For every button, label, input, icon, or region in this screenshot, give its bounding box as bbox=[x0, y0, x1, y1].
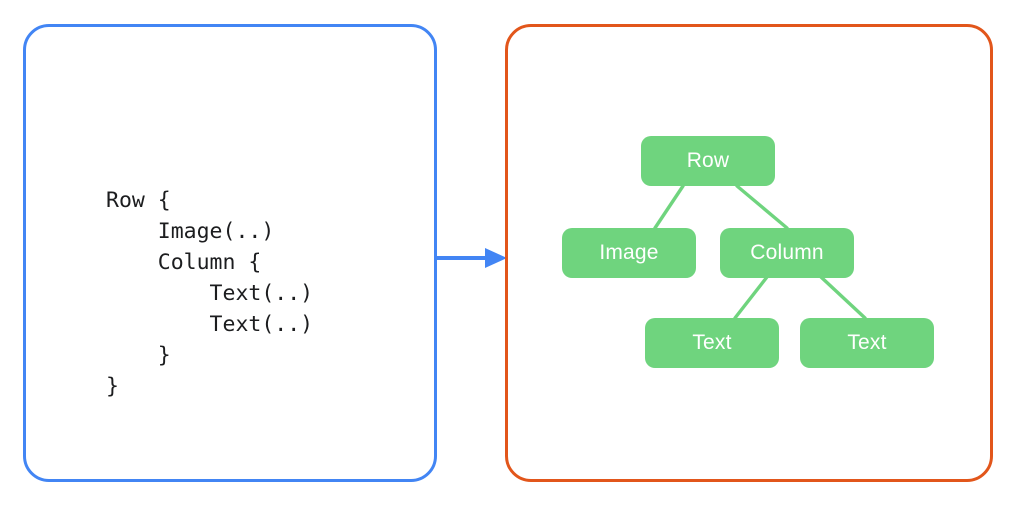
tree-node-column[interactable]: Column bbox=[720, 228, 854, 278]
tree-node-label: Text bbox=[692, 331, 732, 354]
tree-node-label: Image bbox=[599, 241, 659, 264]
tree-node-text-2[interactable]: Text bbox=[800, 318, 934, 368]
tree-node-image[interactable]: Image bbox=[562, 228, 696, 278]
source-code-block: Row { Image(..) Column { Text(..) Text(.… bbox=[106, 188, 314, 399]
tree-node-label: Column bbox=[750, 241, 824, 264]
arrow-right-icon bbox=[437, 248, 507, 268]
tree-node-row[interactable]: Row bbox=[641, 136, 775, 186]
tree-node-text-1[interactable]: Text bbox=[645, 318, 779, 368]
tree-node-label: Text bbox=[847, 331, 887, 354]
tree-node-label: Row bbox=[686, 149, 730, 172]
code-panel: Row { Image(..) Column { Text(..) Text(.… bbox=[23, 24, 437, 482]
